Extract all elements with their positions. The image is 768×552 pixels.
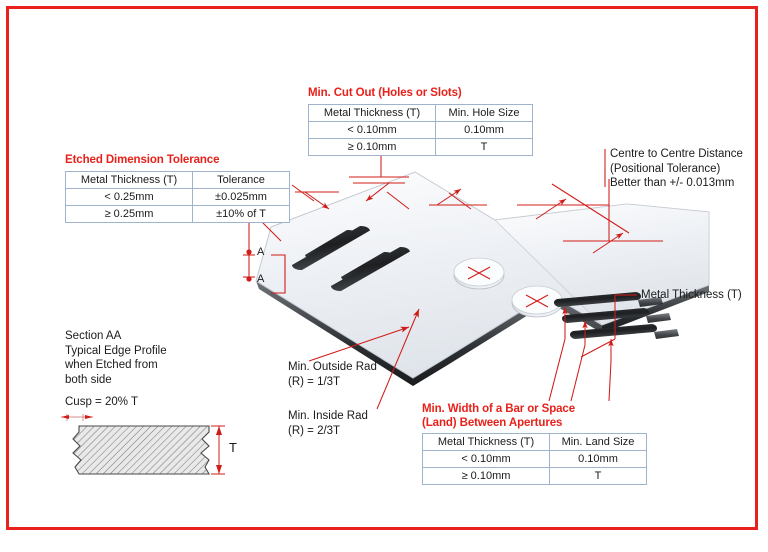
table-cell: < 0.10mm [308,120,436,139]
slot-2 [331,246,410,292]
table-row: < 0.10mm 0.10mm [422,450,647,468]
comb-slot-1 [554,292,641,307]
table-cell: ≥ 0.10mm [422,467,550,485]
centre-to-centre-line3: Better than +/- 0.013mm [610,177,735,189]
callout-min-land: Min. Width of a Bar or Space (Land) Betw… [422,403,647,485]
comb-slot-group-right [554,292,657,339]
etched-tolerance-table: Metal Thickness (T) Tolerance < 0.25mm ±… [65,170,290,223]
table-header-row: Metal Thickness (T) Min. Hole Size [308,103,533,122]
table-cell: T [549,467,647,485]
part-body [255,171,710,386]
leader-outside-rad [308,326,410,362]
table-header-cell: Tolerance [192,170,290,189]
table-cell: ≥ 0.10mm [308,137,436,156]
etched-part-technical-drawing [61,139,710,475]
callout-etched-dimension-tolerance: Etched Dimension Tolerance Metal Thickne… [65,154,290,223]
section-aa-line3: when Etched from [65,359,158,371]
table-row: ≥ 0.10mm T [308,137,533,156]
metal-thickness-label: Metal Thickness (T) [641,289,742,301]
table-header-cell: Metal Thickness (T) [308,103,436,122]
table-row: < 0.10mm 0.10mm [308,120,533,139]
etched-tolerance-title: Etched Dimension Tolerance [65,154,220,166]
table-row: ≥ 0.10mm T [422,467,647,485]
table-cell: ±0.025mm [192,187,290,206]
callout-section-aa: Section AA Typical Edge Profile when Etc… [65,329,167,387]
min-land-title-line1: Min. Width of a Bar or Space [422,403,576,415]
section-marker-top: A [257,246,265,258]
hole-2 [511,285,563,318]
table-header-cell: Min. Land Size [549,433,647,451]
table-header-cell: Metal Thickness (T) [422,433,550,451]
table-cell: < 0.25mm [65,187,193,206]
centre-to-centre-line2: (Positional Tolerance) [610,162,721,175]
section-aa-line1: Section AA [65,330,122,342]
section-thickness-label: T [229,440,237,455]
section-marker-bottom-wrap: A [257,272,264,287]
leader-inside-rad [376,308,420,410]
section-thickness-label-wrap: T [229,440,237,456]
table-cell: T [435,137,533,156]
callout-metal-thickness: Metal Thickness (T) [641,288,742,303]
table-row: ≥ 0.25mm ±10% of T [65,204,290,223]
min-cut-out-title: Min. Cut Out (Holes or Slots) [308,87,462,99]
table-header-cell: Metal Thickness (T) [65,170,193,189]
inside-rad-line1: Min. Inside Rad [288,410,368,422]
section-marker-top-wrap: A [257,245,264,260]
section-aa-line2: Typical Edge Profile [65,344,167,357]
hole-1 [453,257,505,290]
edge-profile-section [61,414,225,475]
leader-centre-to-centre-1 [551,183,630,234]
callout-centre-to-centre: Centre to Centre Distance (Positional To… [610,147,760,191]
callout-min-outside-rad: Min. Outside Rad (R) = 1/3T [288,360,377,389]
min-land-title-line2: (Land) Between Apertures [422,416,563,429]
table-cell: 0.10mm [549,450,647,468]
comb-slot-2 [562,308,649,323]
section-aa-line4: both side [65,373,112,386]
table-cell: < 0.10mm [422,450,550,468]
centre-to-centre-line1: Centre to Centre Distance [610,148,743,160]
cusp-label-wrap: Cusp = 20% T [65,395,138,410]
table-header-cell: Min. Hole Size [435,103,533,122]
callout-min-inside-rad: Min. Inside Rad (R) = 2/3T [288,409,368,438]
dimension-leaders [243,139,663,410]
section-marker-bottom: A [257,273,265,285]
slot-1 [292,225,370,271]
min-land-table: Metal Thickness (T) Min. Land Size < 0.1… [422,433,647,485]
table-row: < 0.25mm ±0.025mm [65,187,290,206]
inside-rad-line2: (R) = 2/3T [288,424,341,437]
comb-slot-3 [570,324,657,339]
section-aa-markers [246,249,286,294]
table-cell: 0.10mm [435,120,533,139]
min-cut-out-table: Metal Thickness (T) Min. Hole Size < 0.1… [308,103,533,156]
table-cell: ≥ 0.25mm [65,204,193,223]
diagram-frame: Min. Cut Out (Holes or Slots) Metal Thic… [6,6,758,530]
table-header-row: Metal Thickness (T) Tolerance [65,170,290,189]
outside-rad-line1: Min. Outside Rad [288,361,377,373]
outside-rad-line2: (R) = 1/3T [288,375,341,388]
cusp-label: Cusp = 20% T [65,396,138,408]
table-header-row: Metal Thickness (T) Min. Land Size [422,433,647,451]
table-cell: ±10% of T [192,204,290,223]
callout-min-cut-out: Min. Cut Out (Holes or Slots) Metal Thic… [308,87,533,156]
